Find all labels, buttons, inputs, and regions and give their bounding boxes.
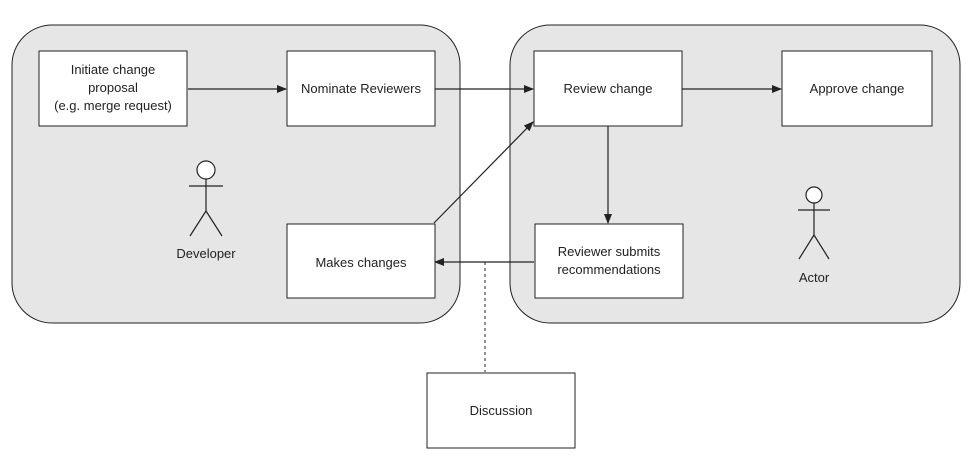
reviewer-submits-line-1: Reviewer submits — [558, 244, 661, 259]
initiate-change-line-3: (e.g. merge request) — [54, 98, 172, 113]
nominate-reviewers-node: Nominate Reviewers — [286, 50, 436, 127]
developer-label: Developer — [176, 246, 236, 261]
actor-label: Actor — [799, 270, 830, 285]
developer-actor-icon — [189, 160, 223, 237]
review-change-label: Review change — [564, 81, 653, 96]
reviewer-submits-line-2: recommendations — [557, 262, 661, 277]
arrow-makes-to-review — [433, 121, 534, 224]
initiate-change-node: Initiate change proposal (e.g. merge req… — [38, 50, 188, 127]
discussion-node: Discussion — [426, 372, 576, 449]
review-change-node: Review change — [533, 50, 683, 127]
reviewer-actor-icon — [798, 186, 830, 260]
nominate-reviewers-label: Nominate Reviewers — [301, 81, 421, 96]
discussion-label: Discussion — [470, 403, 533, 418]
initiate-change-line-1: Initiate change — [71, 62, 156, 77]
approve-change-label: Approve change — [810, 81, 905, 96]
makes-changes-label: Makes changes — [315, 255, 407, 270]
initiate-change-line-2: proposal — [88, 80, 138, 95]
makes-changes-node: Makes changes — [286, 223, 436, 299]
approve-change-node: Approve change — [781, 50, 933, 127]
reviewer-submits-node: Reviewer submits recommendations — [534, 223, 684, 299]
